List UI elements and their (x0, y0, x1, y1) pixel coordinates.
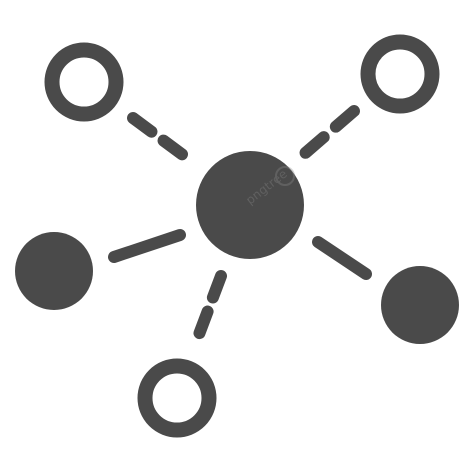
node-top-left-ring (44, 42, 124, 122)
connector-left (108, 229, 186, 263)
connector-right (312, 236, 372, 280)
connector-bottom (192, 270, 227, 343)
connector-top-right (297, 105, 360, 161)
watermark-logo-icon (275, 166, 295, 186)
node-top-right-ring (360, 34, 440, 114)
node-bottom-ring (137, 358, 217, 438)
node-right-filled (381, 266, 459, 344)
hub-node (196, 151, 304, 259)
node-left-filled (15, 232, 93, 310)
connector-top-left (127, 112, 193, 164)
